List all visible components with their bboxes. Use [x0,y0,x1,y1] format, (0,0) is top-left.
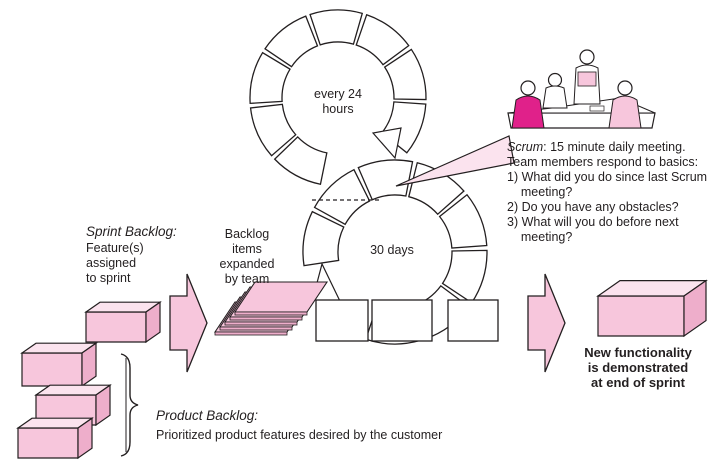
scrum-meeting-title: Scrum [507,140,544,154]
new-functionality-item-side [683,279,707,338]
sprint-segment-2 [313,168,371,226]
sprint-segment-1 [302,210,345,267]
sprint-backlog-item-front [85,311,147,343]
backlog-plate-edge-5 [234,311,308,316]
daily-segment-1 [273,135,328,185]
sprint-backlog-title: Sprint Backlog: [86,224,177,239]
scrum-line-6: meeting? [507,230,573,244]
scrum-line-3: meeting? [507,185,573,199]
sprint-cycle-label: 30 days [370,243,414,257]
product-backlog-item-3-front [17,427,79,459]
product-backlog-item-1-side [81,342,97,388]
sprint-segment-3 [357,159,414,201]
new-functionality-box [596,279,708,338]
sprint-track-blocks [315,299,499,342]
expanded-backlog-items [213,281,329,336]
arrow-to-new-functionality [527,273,566,373]
meeting-callout [395,135,515,187]
daily-segment-4 [264,15,319,68]
product-backlog-title: Product Backlog: [156,408,259,423]
daily-cycle-label: every 24 hours [314,87,362,116]
product-backlog-stack [16,342,112,460]
scrum-line-0: : 15 minute daily meeting. [543,140,686,154]
product-backlog-item-1-front [21,352,83,387]
sprint-backlog-item-side [145,301,161,344]
meeting-illustration [507,49,656,129]
product-backlog-description: Prioritized product features desired by … [156,428,443,442]
daily-segment-3 [249,51,291,105]
daily-segment-6 [355,13,410,66]
product-backlog-item-2-side [95,384,111,427]
new-functionality-item-front [597,295,685,337]
scrum-line-4: 2) Do you have any obstacles? [507,200,679,214]
backlog-plate-edge-2 [219,326,293,331]
sprint-backlog-box [84,301,162,344]
scrum-line-2: 1) What did you do since last Scrum [507,170,708,184]
product-backlog-bracket [120,353,139,457]
daily-cycle-arrowhead [371,127,402,160]
backlog-plate-edge-4 [229,316,303,321]
sprint-backlog-description: Feature(s) assigned to sprint [86,241,144,285]
backlog-plate-edge-3 [224,321,298,326]
product-backlog-item-3-side [77,417,93,460]
daily-segment-2 [249,103,297,157]
scrum-line-5: 3) What will you do before next [507,215,679,229]
scrum-line-1: Team members respond to basics: [507,155,699,169]
daily-segment-5 [309,9,364,46]
expanded-items-label: Backlog items expanded by team [219,227,275,286]
sprint-segment-5 [438,193,488,249]
backlog-plate-edge-1 [214,331,288,336]
daily-segment-7 [383,48,427,101]
sprint-segment-6 [441,249,488,304]
arrow-to-backlog-items [169,273,208,373]
scrum-meeting-text: Scrum: 15 minute daily meeting. Team mem… [507,140,707,245]
new-functionality-label: New functionality is demonstrated at end… [584,345,692,390]
daily-cycle-ring [249,9,427,185]
